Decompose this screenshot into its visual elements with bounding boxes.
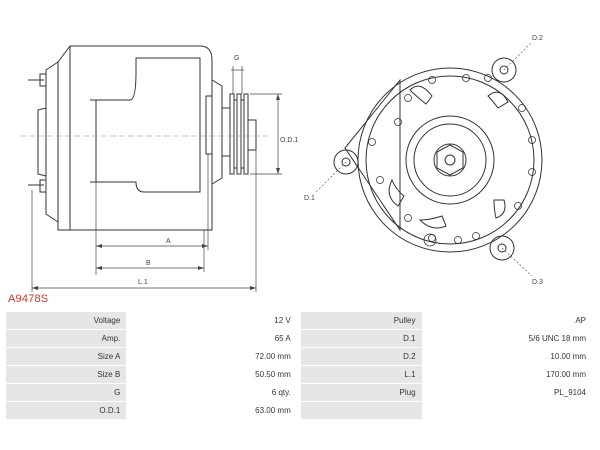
spec-key: Pulley [301,312,422,329]
spec-value: 65 A [126,330,297,347]
spec-row: Size B 50.50 mm L.1 170.00 mm [6,366,592,383]
label-a: A [166,238,171,245]
spec-row: O.D.1 63.00 mm [6,402,592,419]
spec-row: Voltage 12 V Pulley AP [6,312,592,329]
spec-value: 5/6 UNC 18 mm [421,330,592,347]
label-d1: D.1 [304,195,315,202]
spec-key: Amp. [6,330,127,347]
spec-key: G [6,384,127,401]
spec-value: 170.00 mm [421,366,592,383]
spec-row: Size A 72.00 mm D.2 10.00 mm [6,348,592,365]
label-b: B [146,260,151,267]
spec-key: Plug [301,384,422,401]
spec-value: 10.00 mm [421,348,592,365]
spec-row: G 6 qty. Plug PL_9104 [6,384,592,401]
front-view-holes [368,74,536,247]
spec-key: Size A [6,348,127,365]
spec-key [301,402,422,419]
side-view-dimensions [31,66,282,292]
spec-key: D.2 [301,348,422,365]
label-g: G [234,55,239,62]
technical-drawing: G O.D.1 A B L.1 [20,35,543,292]
spec-table: Voltage 12 V Pulley AP Amp. 65 A D.1 5/6… [6,311,592,420]
spec-key: Voltage [6,312,127,329]
front-view-leaders [315,41,533,277]
label-l1: L.1 [138,279,148,286]
label-d2: D.2 [532,35,543,42]
spec-value: 12 V [126,312,297,329]
part-number: A9478S [8,293,49,305]
spec-value: 50.50 mm [126,366,297,383]
spec-key: Size B [6,366,127,383]
spec-value: 6 qty. [126,384,297,401]
spec-value [421,402,592,419]
spec-value: 72.00 mm [126,348,297,365]
spec-value: 63.00 mm [126,402,297,419]
dimension-arrows [32,94,280,290]
alternator-front-view [333,57,543,261]
spec-key: O.D.1 [6,402,127,419]
spec-value: PL_9104 [421,384,592,401]
spec-value: AP [421,312,592,329]
spec-row: Amp. 65 A D.1 5/6 UNC 18 mm [6,330,592,347]
spec-key: D.1 [301,330,422,347]
alternator-side-view [20,45,268,231]
label-od1: O.D.1 [280,137,298,144]
label-d3: D.3 [532,279,543,286]
spec-key: L.1 [301,366,422,383]
